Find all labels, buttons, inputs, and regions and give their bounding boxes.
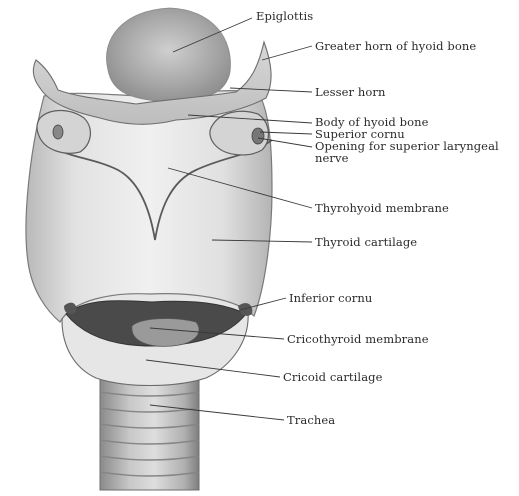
label-lesser-horn: Lesser horn	[315, 86, 386, 98]
label-thyrohyoid: Thyrohyoid membrane	[315, 202, 449, 214]
trachea-shape	[100, 378, 199, 490]
nerve-opening-right	[252, 128, 264, 144]
label-epiglottis: Epiglottis	[256, 10, 313, 22]
label-greater-horn: Greater horn of hyoid bone	[315, 40, 476, 52]
epiglottis-shape	[106, 8, 230, 102]
label-cricoid: Cricoid cartilage	[283, 371, 383, 383]
label-trachea: Trachea	[287, 414, 335, 426]
label-opening-line2: nerve	[315, 152, 349, 164]
label-inferior-cornu: Inferior cornu	[289, 292, 372, 304]
label-thyroid: Thyroid cartilage	[315, 236, 417, 248]
leader-greater-horn	[262, 46, 312, 60]
label-cricothyroid: Cricothyroid membrane	[287, 333, 429, 345]
cricothyroid-membrane-shape	[132, 319, 199, 347]
nerve-opening-left	[53, 125, 63, 139]
